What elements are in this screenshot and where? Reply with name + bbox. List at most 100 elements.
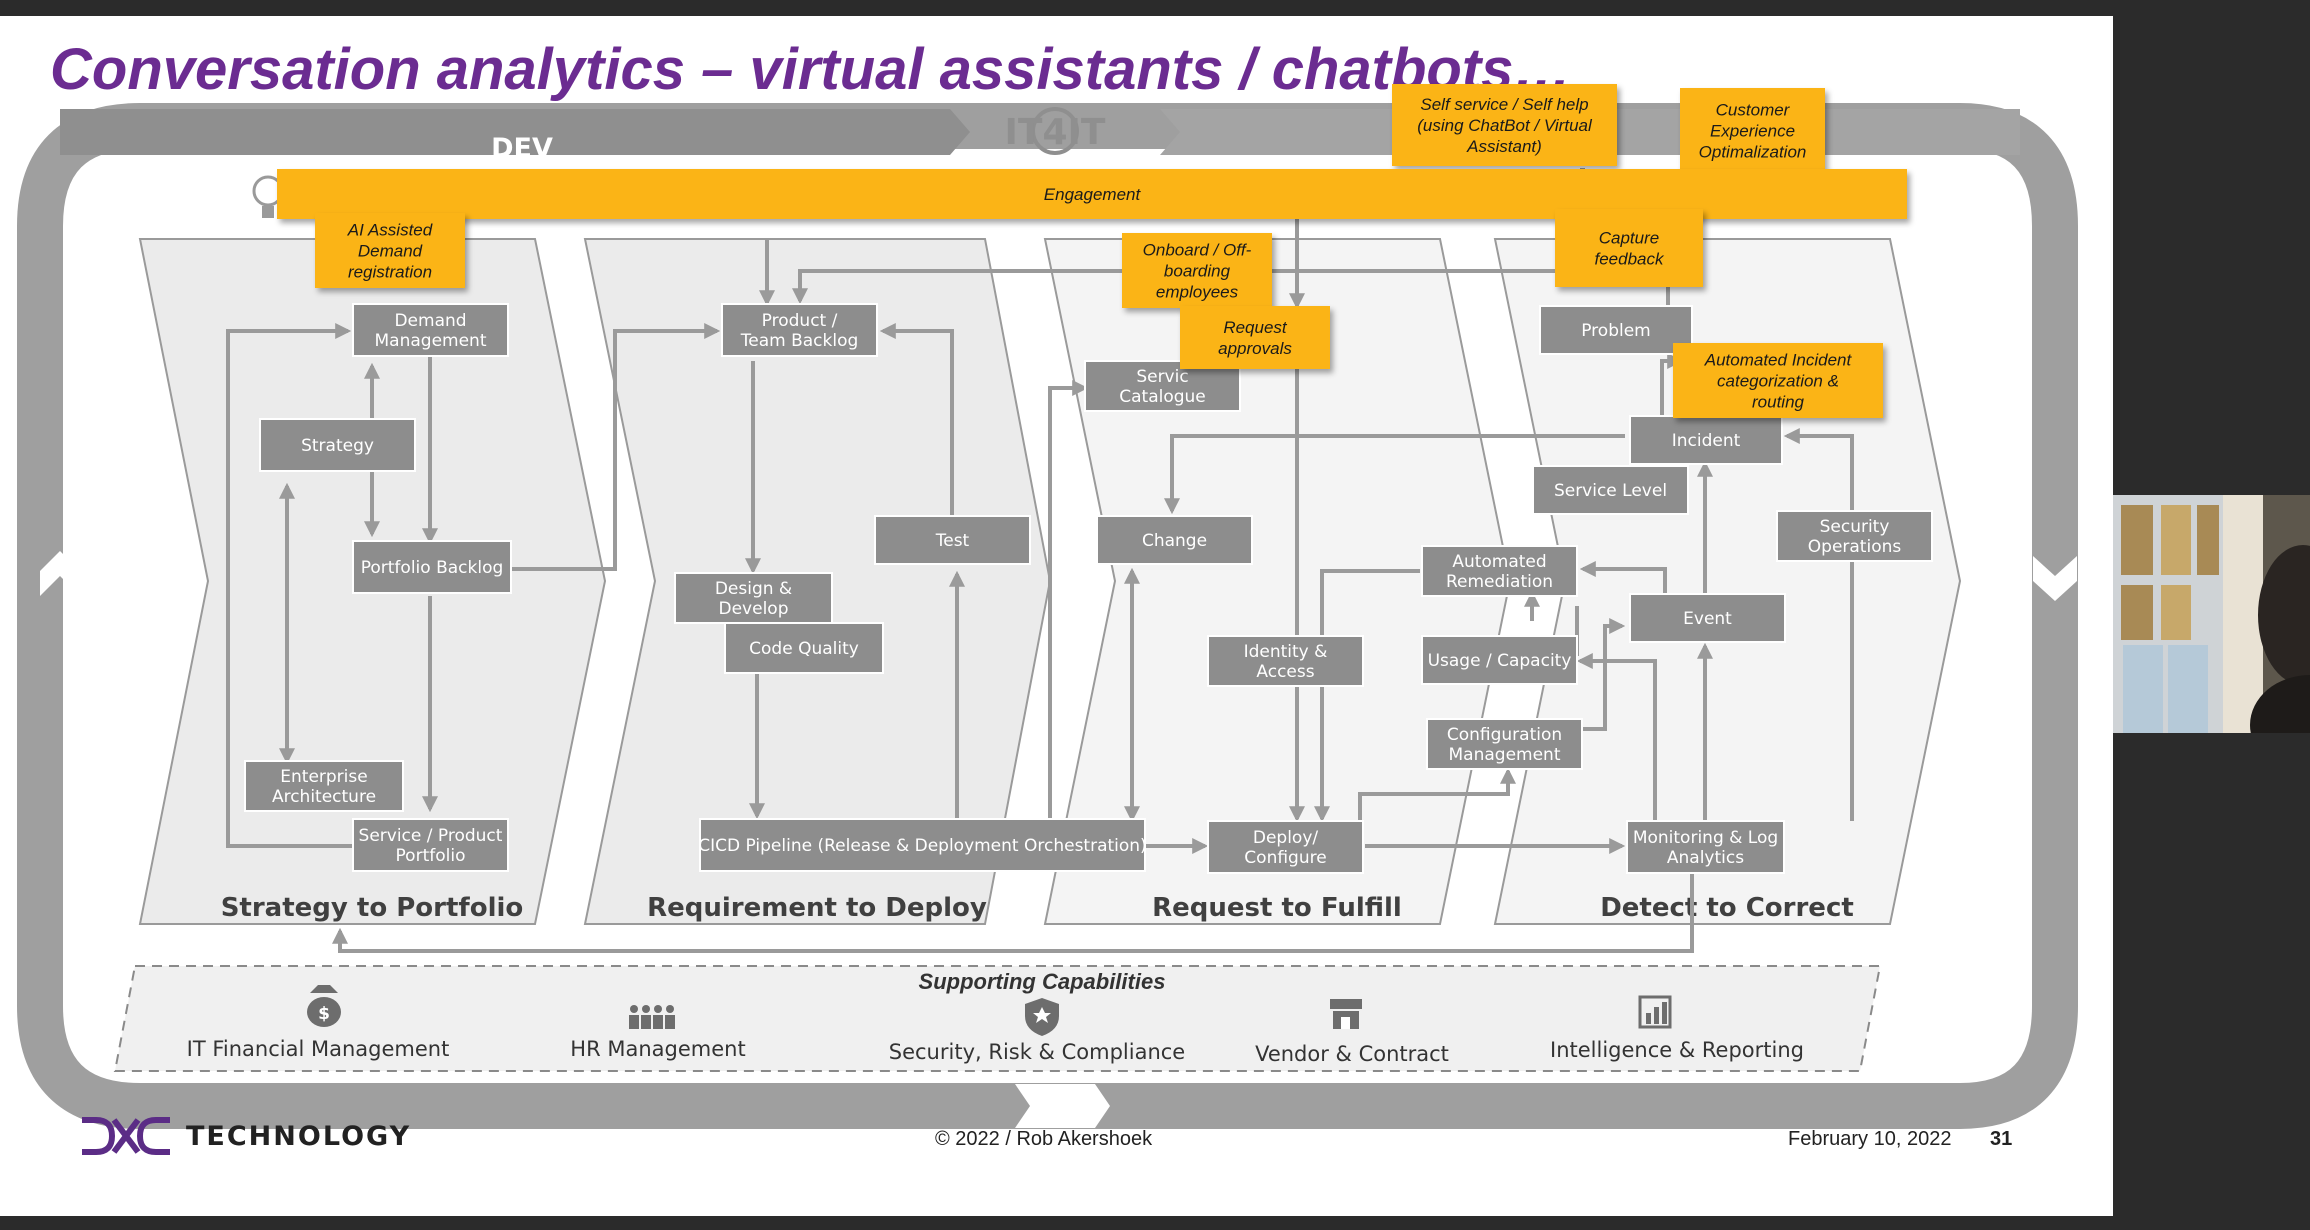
box-label: Change xyxy=(1142,531,1207,551)
box-label: Automated xyxy=(1452,552,1546,572)
box-label: Architecture xyxy=(272,787,376,807)
box-label: Portfolio xyxy=(396,846,466,866)
box-label: Analytics xyxy=(1667,848,1744,868)
box-label: Configuration xyxy=(1447,725,1562,745)
box-label: Servic xyxy=(1136,367,1188,387)
box-label: Service / Product xyxy=(359,826,503,846)
box-label: Strategy xyxy=(301,436,374,456)
box-label: Identity & xyxy=(1244,642,1328,662)
box-deploy-configure: Deploy/Configure xyxy=(1207,820,1364,874)
bar-chart-icon xyxy=(1638,995,1672,1029)
box-incident: Incident xyxy=(1629,415,1783,465)
stage-label: Request to Fulfill xyxy=(1152,893,1402,923)
box-usage-capacity: Usage / Capacity xyxy=(1421,635,1578,685)
dxc-mark-icon xyxy=(82,1117,170,1155)
box-label: Security xyxy=(1820,517,1890,537)
box-strategy: Strategy xyxy=(259,418,416,472)
callout-label: Experience xyxy=(1710,122,1795,141)
callout-label: Customer xyxy=(1716,101,1791,120)
box-label: Test xyxy=(935,531,970,551)
callout-label: Optimalization xyxy=(1699,143,1807,162)
callout-label: Engagement xyxy=(1044,185,1142,204)
people-icon xyxy=(629,1005,675,1029)
dev-label: DEV xyxy=(491,133,553,164)
slide: Conversation analytics – virtual assista… xyxy=(0,16,2113,1216)
box-label: Event xyxy=(1683,609,1732,629)
capability-label: Intelligence & Reporting xyxy=(1550,1038,1804,1062)
callout-label: Self service / Self help xyxy=(1420,95,1588,114)
callout-label: feedback xyxy=(1595,250,1665,269)
callout-self-service: Self service / Self help (using ChatBot /… xyxy=(1392,84,1617,166)
box-label: Deploy/ xyxy=(1253,828,1319,848)
box-label: Incident xyxy=(1672,431,1741,451)
slide-date: February 10, 2022 xyxy=(1788,1128,1952,1150)
box-event: Event xyxy=(1629,593,1786,643)
callouts: Self service / Self help (using ChatBot /… xyxy=(277,84,1907,418)
callout-label: employees xyxy=(1156,283,1239,302)
box-label: Code Quality xyxy=(749,639,859,659)
box-label: Operations xyxy=(1808,537,1902,557)
box-label: Remediation xyxy=(1446,572,1553,592)
stage-label: Requirement to Deploy xyxy=(647,893,987,923)
callout-label: Demand xyxy=(358,242,423,261)
box-product-team-backlog: Product /Team Backlog xyxy=(721,303,878,357)
box-label: Product / xyxy=(762,311,838,331)
box-label: Demand xyxy=(394,311,466,331)
box-label: Enterprise xyxy=(280,767,367,787)
box-change: Change xyxy=(1096,515,1253,565)
callout-label: approvals xyxy=(1218,339,1292,358)
callout-label: Request xyxy=(1223,318,1288,337)
box-portfolio-backlog: Portfolio Backlog xyxy=(352,540,512,594)
box-label: Monitoring & Log xyxy=(1633,828,1778,848)
value-chain-ring xyxy=(17,103,2078,1129)
it4it-logo: IT4IT xyxy=(1005,107,1106,155)
box-label: Develop xyxy=(719,599,789,619)
box-label: Team Backlog xyxy=(740,331,859,351)
supporting-title: Supporting Capabilities xyxy=(919,969,1166,994)
callout-label: AI Assisted xyxy=(347,221,433,240)
shield-icon xyxy=(1025,998,1059,1036)
box-test: Test xyxy=(874,515,1031,565)
supporting-capabilities-panel: Supporting Capabilities $ IT Financial M… xyxy=(113,965,1882,1072)
capability-label: Security, Risk & Compliance xyxy=(889,1040,1185,1064)
logo-wordmark: TECHNOLOGY xyxy=(186,1120,412,1152)
capability-label: IT Financial Management xyxy=(187,1037,450,1061)
box-service-level: Service Level xyxy=(1532,465,1689,515)
stage-label: Strategy to Portfolio xyxy=(221,893,524,923)
box-label: Management xyxy=(375,331,487,351)
box-design-develop: Design &Develop xyxy=(674,572,833,624)
callout-label: registration xyxy=(348,263,432,282)
box-label: Design & xyxy=(715,579,792,599)
box-label: Management xyxy=(1449,745,1561,765)
callout-label: (using ChatBot / Virtual xyxy=(1417,116,1593,135)
box-label: Portfolio Backlog xyxy=(361,558,504,578)
callout-label: boarding xyxy=(1164,262,1231,281)
stage-label: Detect to Correct xyxy=(1600,893,1854,923)
callout-label: Assistant) xyxy=(1466,137,1542,156)
box-identity-access: Identity &Access xyxy=(1207,635,1364,687)
box-label: CICD Pipeline (Release & Deployment Orch… xyxy=(698,836,1146,856)
callout-label: Automated Incident xyxy=(1704,351,1853,370)
callout-label: routing xyxy=(1752,393,1805,412)
callout-request-approvals: Request approvals xyxy=(1180,306,1330,369)
box-label: Access xyxy=(1256,662,1314,682)
capability-label: HR Management xyxy=(570,1037,745,1061)
box-problem: Problem xyxy=(1539,305,1693,355)
box-label: Catalogue xyxy=(1119,387,1206,407)
box-label: Usage / Capacity xyxy=(1428,651,1572,671)
money-bag-icon: $ xyxy=(307,985,341,1027)
slide-title: Conversation analytics – virtual assista… xyxy=(50,37,1572,102)
box-label: Configure xyxy=(1244,848,1326,868)
flow-arrows xyxy=(226,176,1860,953)
capability-label: Vendor & Contract xyxy=(1255,1042,1449,1066)
